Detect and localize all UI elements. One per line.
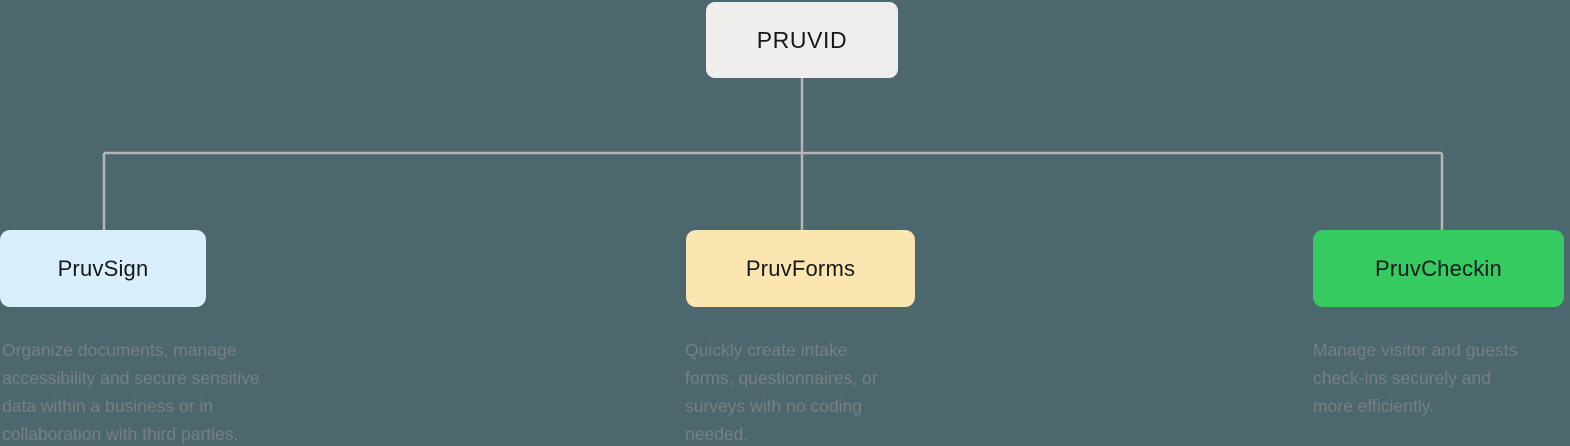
description-pruvforms: Quickly create intake forms, questionnai…	[685, 340, 878, 444]
node-pruvid-label: PRUVID	[756, 26, 848, 53]
node-pruvsign-label: PruvSign	[57, 255, 149, 281]
node-pruvsign[interactable]: PruvSign	[0, 230, 206, 307]
node-pruvcheckin[interactable]: PruvCheckin	[1313, 230, 1564, 307]
node-pruvforms-label: PruvForms	[745, 255, 856, 281]
description-pruvcheckin: Manage visitor and guests check-ins secu…	[1313, 340, 1518, 416]
node-pruvforms[interactable]: PruvForms	[686, 230, 915, 307]
node-pruvcheckin-label: PruvCheckin	[1375, 255, 1502, 281]
node-pruvid[interactable]: PRUVID	[706, 2, 898, 78]
description-pruvsign: Organize documents, manage accessibility…	[2, 340, 260, 444]
